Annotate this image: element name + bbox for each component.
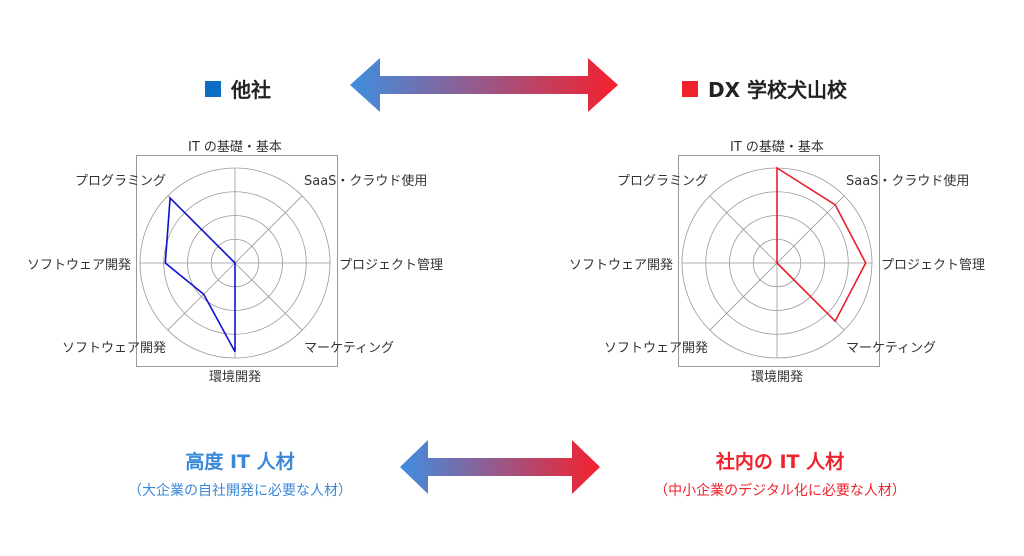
radar-axis-label: SaaS・クラウド使用 xyxy=(304,174,428,189)
radar-grid-spoke xyxy=(709,262,778,331)
radar-series-line xyxy=(164,196,236,353)
top-double-arrow-icon xyxy=(350,58,618,112)
radar-axis-label: ソフトウェア開発 xyxy=(27,258,132,273)
bottom-double-arrow-icon xyxy=(400,440,600,494)
radar-grid-spoke xyxy=(167,262,236,331)
radar-series-line xyxy=(776,166,867,323)
radar-axis-label: プログラミング xyxy=(75,174,167,189)
radar-grid-spoke xyxy=(234,262,303,331)
legend-left-label: 他社 xyxy=(231,78,271,102)
caption-right: 社内の IT 人材 （中小企業のデジタル化に必要な人材） xyxy=(630,447,930,500)
radar-axis-label: 環境開発 xyxy=(751,370,804,385)
caption-left-subtitle: （大企業の自社開発に必要な人材） xyxy=(128,483,352,499)
radar-grid-spoke xyxy=(776,195,845,264)
radar-axis-label: マーケティング xyxy=(304,341,394,356)
legend-right: DX 学校犬山校 xyxy=(682,74,847,103)
radar-axis-label: ソフトウェア開発 xyxy=(569,258,674,273)
radar-grid-spoke xyxy=(709,195,778,264)
radar-axis-label: IT の基礎・基本 xyxy=(188,140,282,155)
radar-axis-label: プロジェクト管理 xyxy=(881,258,986,273)
radar-axis-label: マーケティング xyxy=(846,341,936,356)
legend-right-label: DX 学校犬山校 xyxy=(708,78,847,102)
radar-axis-label: 環境開発 xyxy=(209,370,262,385)
caption-left-title: 高度 IT 人材 xyxy=(185,451,295,473)
radar-chart-right xyxy=(681,166,873,359)
radar-axis-label: プロジェクト管理 xyxy=(339,258,444,273)
radar-axis-label: プログラミング xyxy=(617,174,709,189)
radar-panel-right xyxy=(678,155,880,367)
radar-chart-left xyxy=(139,167,331,359)
radar-panel-left xyxy=(136,155,338,367)
radar-axis-label: SaaS・クラウド使用 xyxy=(846,174,970,189)
caption-left: 高度 IT 人材 （大企業の自社開発に必要な人材） xyxy=(100,447,380,500)
caption-right-subtitle: （中小企業のデジタル化に必要な人材） xyxy=(654,483,906,499)
caption-right-title: 社内の IT 人材 xyxy=(715,451,845,473)
legend-left-swatch xyxy=(205,80,221,97)
legend-left: 他社 xyxy=(205,74,271,103)
radar-axis-label: ソフトウェア開発 xyxy=(604,341,709,356)
radar-grid-spoke xyxy=(234,195,303,264)
legend-right-swatch xyxy=(682,80,698,97)
radar-axis-label: ソフトウェア開発 xyxy=(62,341,167,356)
radar-axis-label: IT の基礎・基本 xyxy=(730,140,824,155)
